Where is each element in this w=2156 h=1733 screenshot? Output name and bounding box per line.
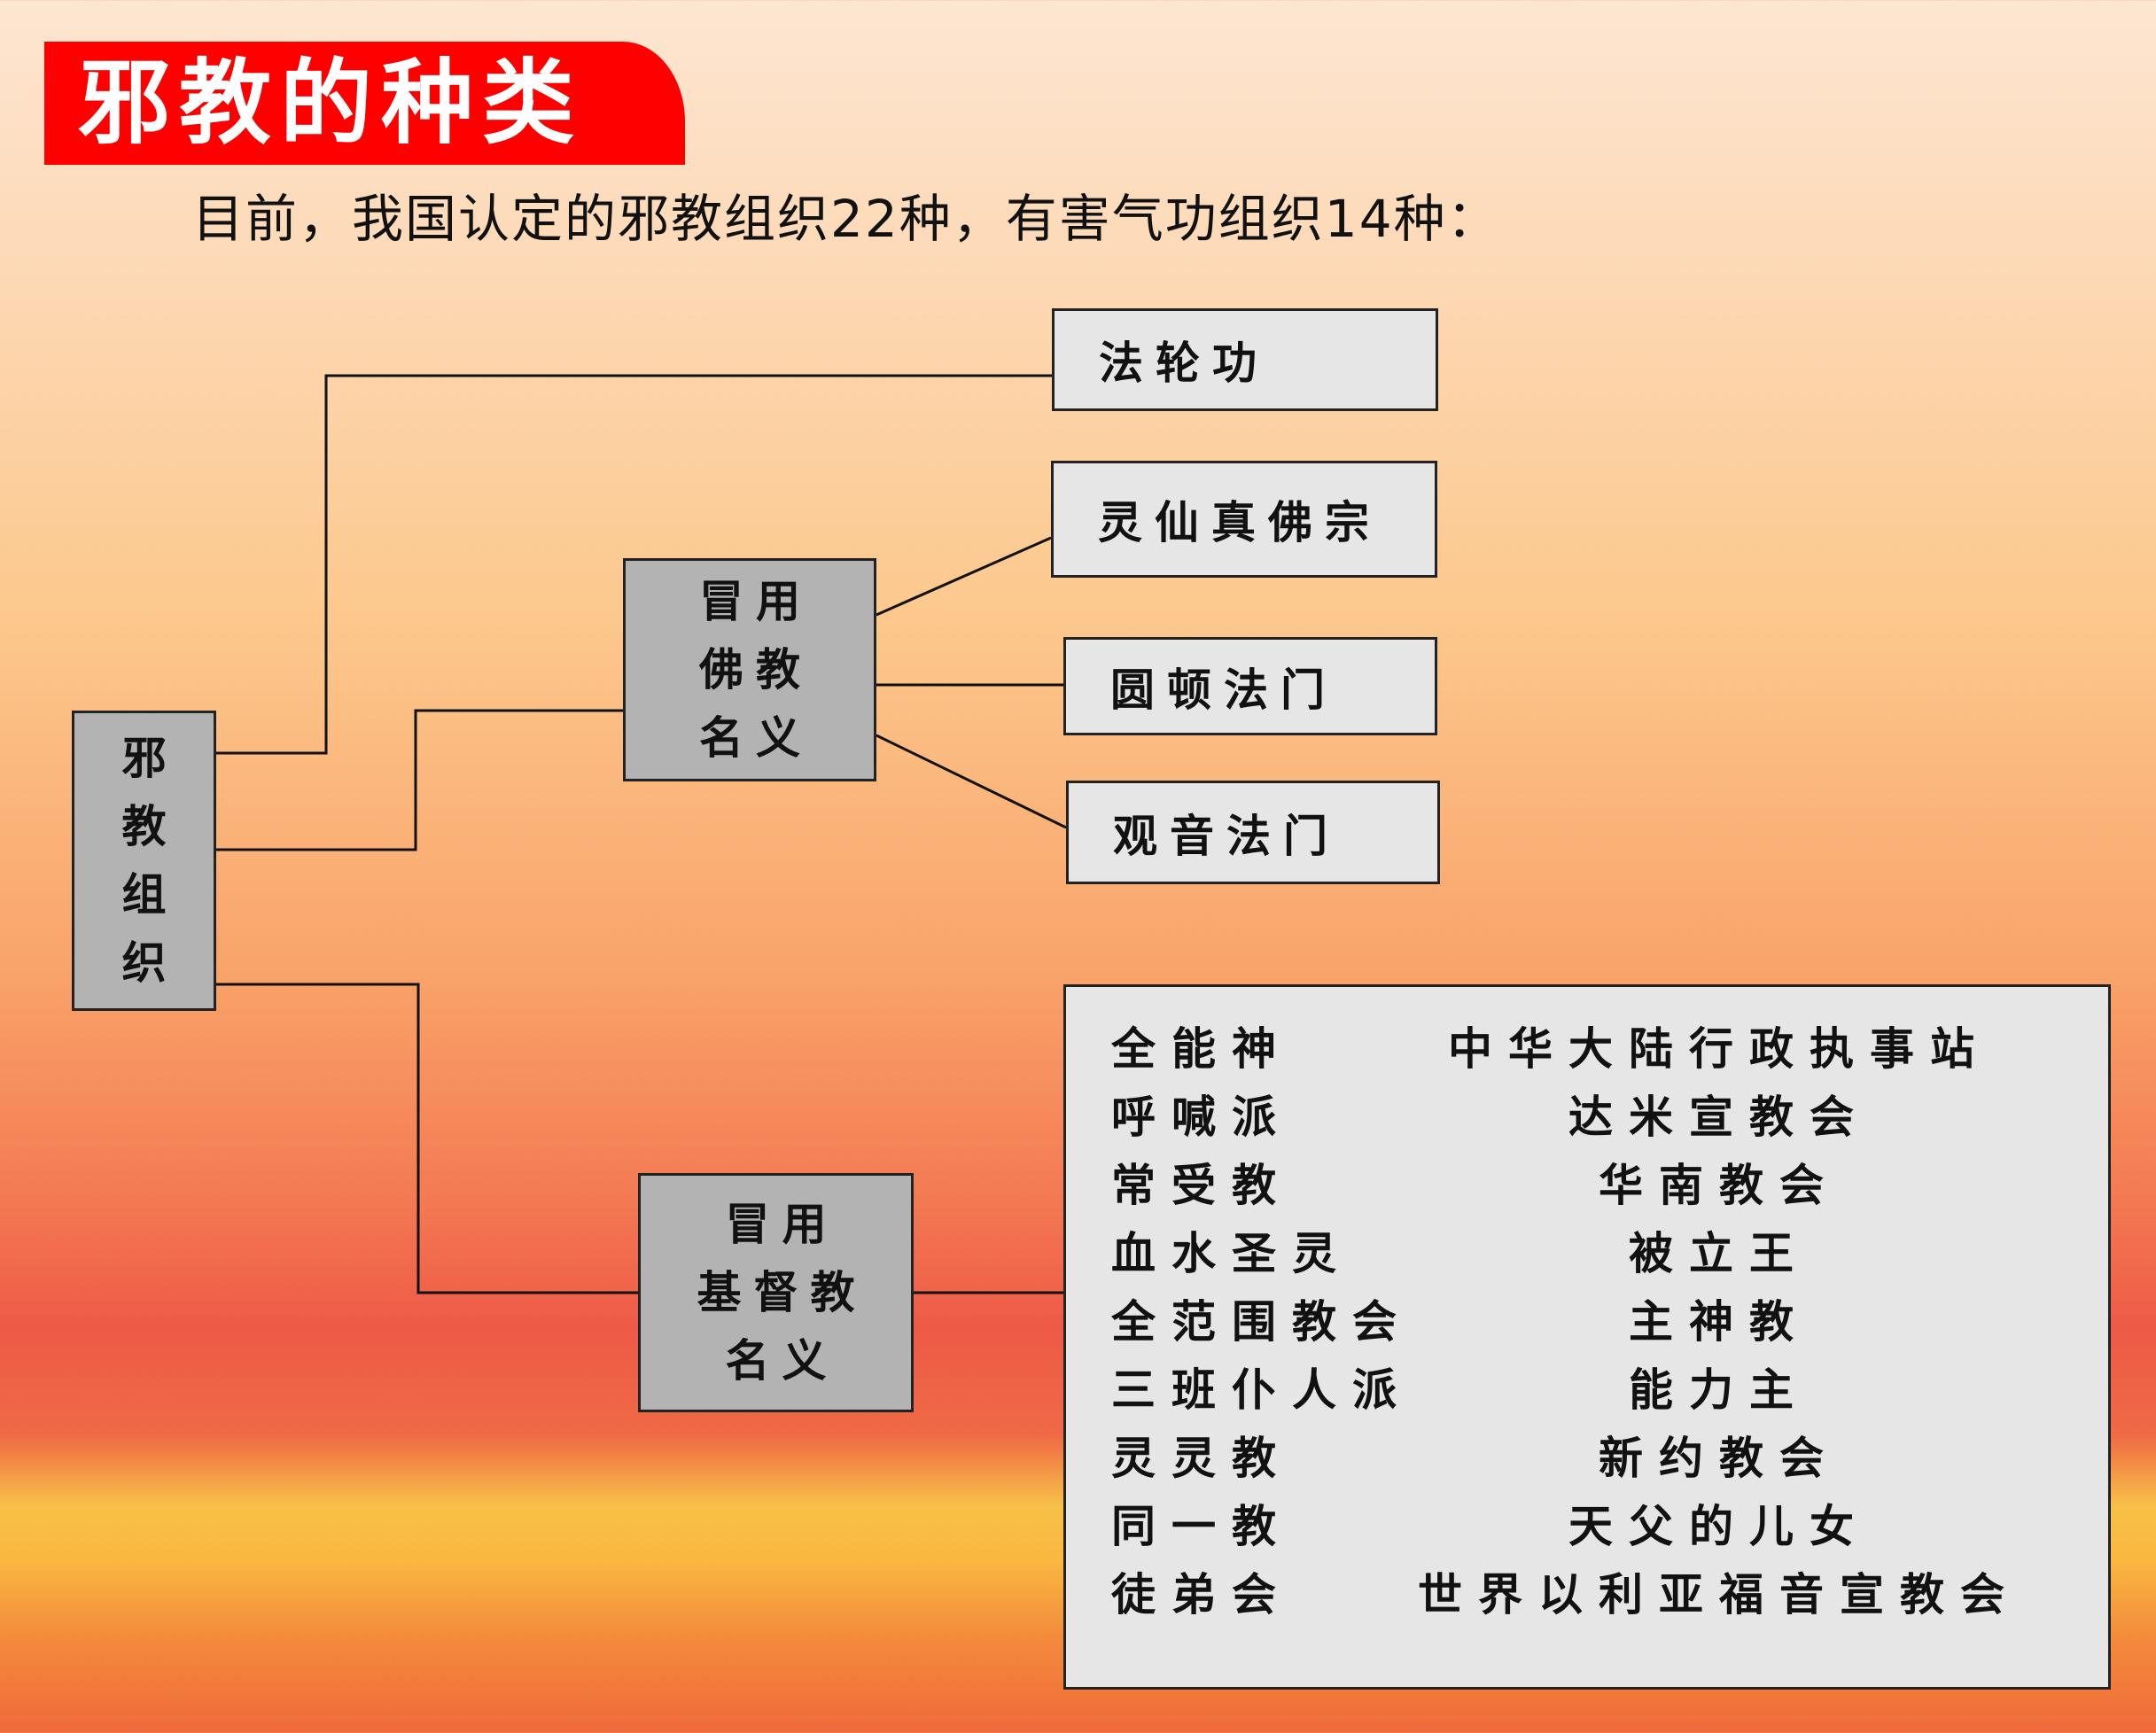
subtitle: 目前，我国认定的邪教组织22种，有害气功组织14种：: [192, 189, 1500, 249]
node-buddhist-item: 圆顿法门: [1063, 637, 1437, 735]
list-item-left: 常受教: [1111, 1160, 1292, 1211]
list-item-left: 同一教: [1111, 1501, 1292, 1552]
node-label: 灵仙真佛宗: [1098, 497, 1382, 548]
node-label: 法轮功: [1099, 338, 1269, 389]
list-item-right: 天父的儿女: [1568, 1501, 1870, 1552]
list-item-right: 中华大陆行政执事站: [1448, 1023, 1990, 1075]
line-root-christian: [216, 983, 638, 1294]
node-christian: 冒用 基督教 名义: [638, 1173, 914, 1412]
node-label: 观音法门: [1113, 810, 1340, 862]
christian-list-box: [1063, 984, 2111, 1690]
node-label-line: 名义: [725, 1334, 839, 1387]
node-buddhist-item: 灵仙真佛宗: [1051, 461, 1437, 578]
root-char: 织: [121, 936, 179, 989]
line-root-falungong: [216, 374, 1052, 755]
list-item-left: 全范围教会: [1111, 1296, 1413, 1348]
list-item-right: 主神教: [1629, 1296, 1810, 1348]
node-buddhist-item: 观音法门: [1066, 781, 1440, 884]
list-item-left: 血水圣灵: [1111, 1228, 1352, 1279]
node-label-line: 基督教: [697, 1266, 868, 1318]
line-buddhist-1: [876, 536, 1052, 617]
node-label-line: 佛教: [699, 643, 813, 696]
node-label-line: 冒用: [699, 575, 813, 627]
list-item-right: 能力主: [1629, 1364, 1810, 1416]
root-char: 组: [121, 868, 179, 921]
node-label-line: 冒用: [725, 1198, 839, 1250]
node-label-line: 名义: [699, 711, 813, 764]
root-char: 教: [121, 800, 179, 852]
line-buddhist-3: [876, 734, 1067, 829]
list-item-right: 华南教会: [1599, 1160, 1840, 1211]
node-label: 圆顿法门: [1110, 664, 1337, 716]
list-item-left: 三班仆人派: [1111, 1364, 1413, 1416]
list-item-left: 徒弟会: [1111, 1569, 1292, 1620]
list-item-right: 被立王: [1629, 1228, 1810, 1279]
root-node: 邪 教 组 织: [72, 711, 216, 1011]
list-item-right: 新约教会: [1599, 1433, 1840, 1484]
page-title: 邪教的种类: [44, 42, 685, 165]
line-root-buddhist: [216, 709, 623, 851]
list-item-left: 灵灵教: [1111, 1433, 1292, 1484]
list-item-left: 呼喊派: [1111, 1092, 1292, 1143]
list-item-right: 达米宣教会: [1568, 1092, 1870, 1143]
root-char: 邪: [121, 732, 179, 784]
node-falungong: 法轮功: [1052, 308, 1438, 411]
list-item-left: 全能神: [1111, 1023, 1292, 1075]
list-item-right: 世界以利亚福音宣教会: [1418, 1569, 2020, 1620]
node-buddhist: 冒用 佛教 名义: [623, 558, 876, 781]
